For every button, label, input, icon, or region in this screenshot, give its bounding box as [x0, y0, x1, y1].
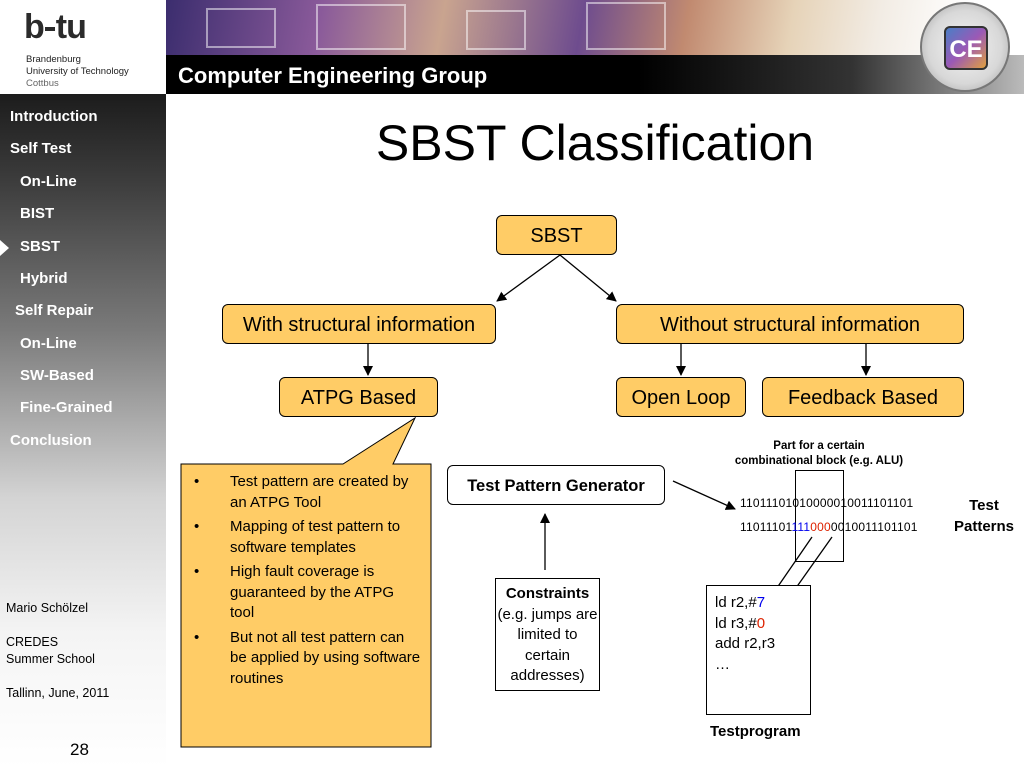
testprogram-label: Testprogram — [710, 723, 801, 740]
test-patterns-label: Test Patterns — [953, 497, 1015, 535]
program-line-3: add r2,r3 — [715, 635, 776, 652]
event-name: CREDES — [6, 635, 59, 649]
bullet-icon: • — [194, 563, 200, 580]
program-line-4: … — [715, 655, 730, 673]
testprogram-box: ld r2,#7 ld r3,#0 add r2,r3 … — [706, 585, 811, 715]
callout-item: •Test pattern are created by an ATPG Too… — [194, 473, 409, 511]
bullet-icon: • — [194, 628, 200, 646]
banner-chip-decor — [316, 4, 406, 50]
sidebar-item-online[interactable]: On-Line — [20, 173, 77, 190]
presenter-info: Mario Schölzel CREDES Summer School Tall… — [6, 600, 109, 702]
atpg-callout: •Test pattern are created by an ATPG Too… — [190, 472, 422, 693]
bullet-icon: • — [194, 473, 200, 490]
logo-line-1: Brandenburg — [26, 54, 81, 65]
sidebar-item-fine-grained[interactable]: Fine-Grained — [20, 399, 113, 416]
program-line-1: ld r2,#7 — [715, 594, 766, 611]
header-bar: Computer Engineering Group — [166, 55, 1024, 94]
node-without-structural: Without structural information — [616, 304, 964, 344]
place-date: Tallinn, June, 2011 — [6, 686, 110, 700]
constraints-title: Constraints — [505, 585, 590, 602]
test-pattern-generator: Test Pattern Generator — [447, 465, 665, 505]
arrow-sbst-to-without — [559, 254, 617, 302]
constraints-box: Constraints (e.g. jumps are limited to c… — [495, 578, 600, 691]
logo-line-2: University of Technology — [26, 66, 129, 77]
sidebar-item-sw-based[interactable]: SW-Based — [20, 367, 94, 384]
sidebar-item-self-test[interactable]: Self Test — [10, 140, 72, 157]
ce-seal-icon: CE — [920, 2, 1010, 92]
pattern-row-1: 11011101010000010011101101 — [740, 496, 914, 510]
sidebar-item-self-repair[interactable]: Self Repair — [15, 302, 94, 319]
pattern-bits-red: 000 — [810, 520, 831, 534]
sidebar: Introduction Self Test On-Line BIST SBST… — [0, 94, 166, 768]
node-with-structural: With structural information — [222, 304, 496, 344]
alu-bits-highlight — [795, 470, 844, 562]
arrow-sbst-to-with — [496, 254, 561, 302]
sidebar-item-bist[interactable]: BIST — [20, 205, 55, 222]
pattern-part-caption: Part for a certain combinational block (… — [734, 440, 904, 467]
banner-chip-decor — [206, 8, 276, 48]
header-banner: Computer Engineering Group CE — [166, 0, 1024, 94]
page-number: 28 — [70, 740, 89, 759]
pattern-bits-blue: 111 — [791, 520, 811, 534]
pattern-row-2: 110111011110000010011101101 — [740, 520, 918, 534]
slide-title: SBST Classification — [375, 115, 815, 171]
logo-line-3: Cottbus — [26, 78, 59, 89]
sidebar-item-conclusion[interactable]: Conclusion — [10, 432, 92, 449]
node-sbst: SBST — [496, 215, 617, 255]
banner-chip-decor — [586, 2, 666, 50]
sidebar-item-sbst[interactable]: SBST — [20, 238, 61, 255]
active-item-arrow-icon — [0, 240, 9, 256]
callout-item: •But not all test pattern can be applied… — [194, 628, 421, 687]
node-atpg-based: ATPG Based — [279, 377, 438, 417]
group-title: Computer Engineering Group — [178, 63, 488, 88]
bullet-icon: • — [194, 518, 200, 535]
node-open-loop: Open Loop — [616, 377, 746, 417]
arrow-generator-to-patterns — [672, 480, 736, 510]
ce-seal-initials: CE — [944, 26, 988, 70]
node-feedback-based: Feedback Based — [762, 377, 964, 417]
sidebar-item-repair-online[interactable]: On-Line — [20, 335, 77, 352]
constraints-text: (e.g. jumps are limited to certain addre… — [497, 605, 598, 685]
logo-text: Brandenburg University of Technology Cot… — [26, 54, 129, 90]
callout-item: •Mapping of test pattern to software tem… — [194, 518, 401, 556]
callout-item: •High fault coverage is guaranteed by th… — [194, 563, 394, 621]
sidebar-item-hybrid[interactable]: Hybrid — [20, 270, 68, 287]
event-subtitle: Summer School — [6, 652, 95, 666]
author-name: Mario Schölzel — [6, 601, 88, 615]
program-line-2: ld r3,#0 — [715, 614, 766, 632]
sidebar-item-introduction[interactable]: Introduction — [10, 108, 98, 125]
banner-chip-decor — [466, 10, 526, 50]
